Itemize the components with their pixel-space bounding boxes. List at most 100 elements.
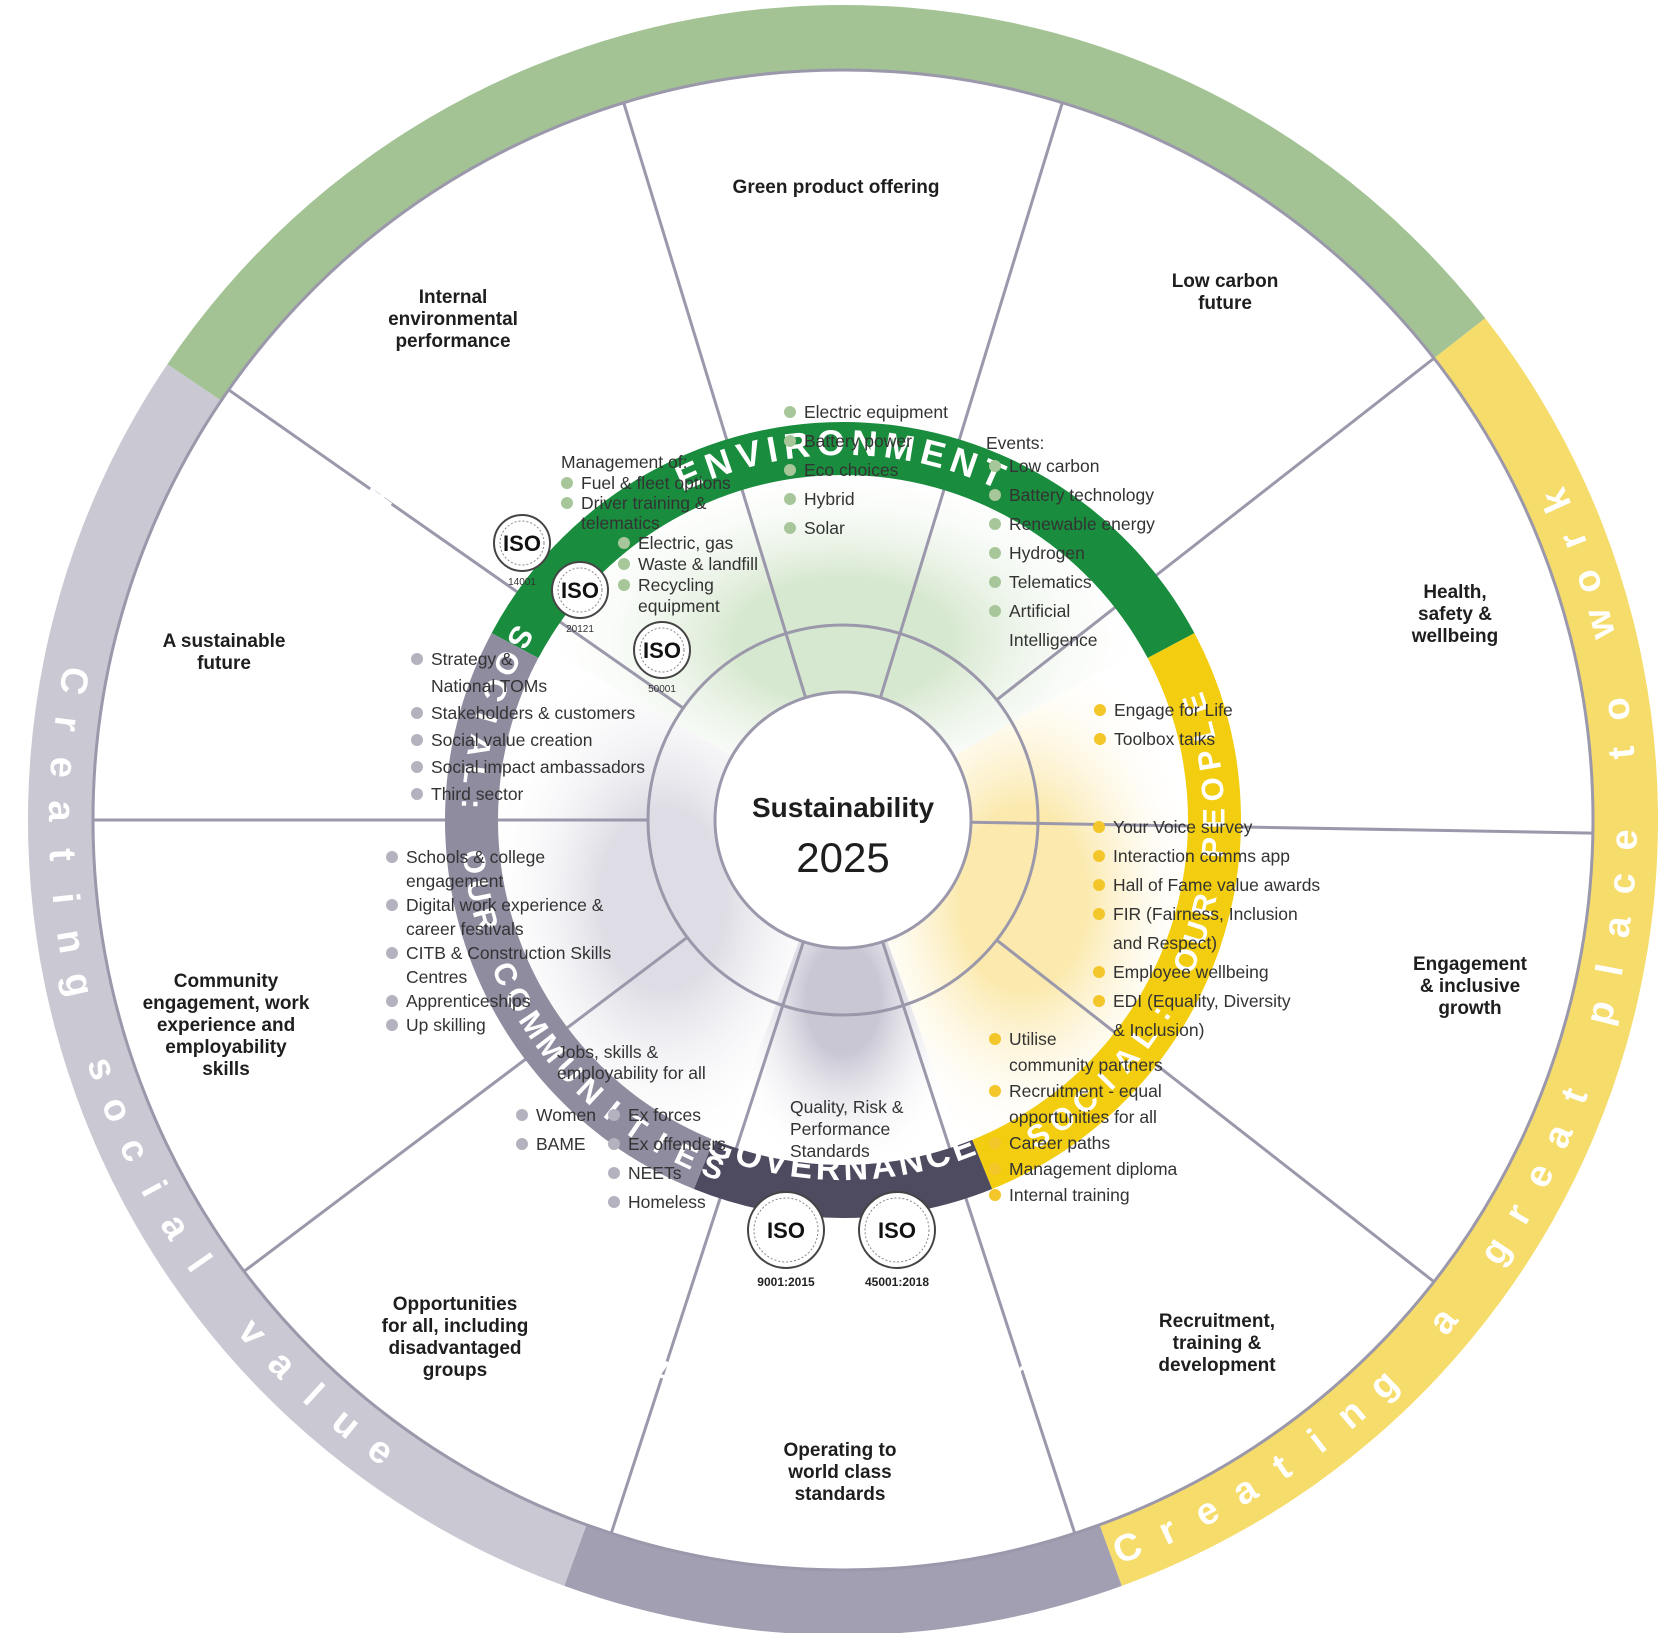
- bullet-item: Hall of Fame value awards: [1113, 875, 1320, 895]
- segment-sustainable-future-line: future: [197, 653, 251, 674]
- wheel-spoke: [995, 357, 1435, 702]
- bullet-item: Renewable energy: [1009, 514, 1155, 534]
- management-title-line: Management of:: [561, 452, 687, 472]
- bullet-dot: [1093, 908, 1105, 920]
- wheel-spoke: [622, 102, 808, 699]
- bullet-item: Recruitment - equal: [1009, 1081, 1162, 1101]
- communities-pillar-band: [444, 633, 714, 1190]
- bullet-item: FIR (Fairness, Inclusion: [1113, 904, 1298, 924]
- wheel-spoke: [881, 941, 1077, 1534]
- segment-engagement-line: & inclusive: [1420, 976, 1520, 997]
- segment-opportunities-line: for all, including: [382, 1316, 529, 1337]
- bullet-item: Hydrogen: [1009, 543, 1085, 563]
- bullet-item: Toolbox talks: [1114, 729, 1215, 749]
- bullet-dot: [989, 1163, 1001, 1175]
- bullet-dot: [784, 493, 796, 505]
- segment-internal-environmental-line: Internal: [419, 287, 488, 308]
- segment-operating-line: standards: [795, 1484, 886, 1505]
- iso-word: ISO: [767, 1218, 805, 1243]
- jobs-title: Jobs, skills &employability for all: [557, 1042, 706, 1083]
- bullet-dot: [1094, 704, 1106, 716]
- bullet-item: Stakeholders & customers: [431, 703, 636, 723]
- people-pillar-band: [972, 633, 1241, 1190]
- quality-standards-line: Standards: [790, 1141, 870, 1161]
- bullet-dot: [386, 851, 398, 863]
- outer-text-social-char: i: [43, 891, 87, 913]
- bullet-dot: [989, 1033, 1001, 1045]
- bullet-dot: [411, 653, 423, 665]
- bullet-item: Battery power: [804, 431, 912, 451]
- bullet-dot: [784, 464, 796, 476]
- center-year: 2025: [796, 834, 889, 881]
- segment-health-safety-line: safety &: [1418, 604, 1492, 625]
- segment-operating-line: Operating to: [784, 1440, 897, 1461]
- bullet-dot: [989, 576, 1001, 588]
- pillar-people-label-char: O: [1194, 776, 1231, 803]
- segment-sustainable-future-line: A sustainable: [163, 631, 286, 652]
- bullet-dot: [1094, 733, 1106, 745]
- segment-opportunities-line: groups: [423, 1360, 487, 1381]
- bullet-item: Management diploma: [1009, 1159, 1178, 1179]
- iso-word: ISO: [643, 638, 681, 663]
- pillar-communities-label-char: L: [456, 763, 493, 786]
- outer-text-social-char: C: [49, 664, 96, 705]
- events-title-line: Events:: [986, 433, 1044, 453]
- segment-engagement-line: Engagement: [1413, 954, 1528, 975]
- bullet-item: telematics: [581, 513, 660, 533]
- outer-ring-partner: [564, 1524, 1122, 1633]
- pillar-communities-label-char: :: [455, 798, 490, 810]
- bullet-item: Digital work experience &: [406, 895, 604, 915]
- bullet-item: engagement: [406, 871, 503, 891]
- jobs-title-line: Jobs, skills &: [557, 1042, 658, 1062]
- wheel-spoke: [243, 936, 689, 1273]
- bullet-item: Intelligence: [1009, 630, 1098, 650]
- outer-text-social-char: t: [40, 847, 83, 869]
- bullet-item: & Inclusion): [1113, 1020, 1204, 1040]
- segment-health-safety-line: wellbeing: [1411, 626, 1499, 647]
- iso-code: 14001: [508, 577, 536, 588]
- outer-text-social-char: r: [44, 714, 88, 741]
- segment-community-line: Community: [174, 971, 279, 992]
- outer-text-social-char: e: [41, 756, 85, 787]
- bullet-dot: [618, 537, 630, 549]
- bullet-dot: [608, 1138, 620, 1150]
- wheel-spoke: [970, 820, 1593, 835]
- bullet-item: Homeless: [628, 1192, 706, 1212]
- events-title: Events:: [986, 433, 1044, 453]
- iso-word: ISO: [561, 578, 599, 603]
- wheel-spoke: [609, 941, 805, 1534]
- bullet-dot: [989, 1085, 1001, 1097]
- bullet-dot: [989, 547, 1001, 559]
- segment-internal-environmental-line: environmental: [388, 309, 518, 330]
- segment-recruitment-line: training &: [1173, 1333, 1262, 1354]
- bullet-dot: [989, 518, 1001, 530]
- outer-ring-environment: [167, 5, 1486, 401]
- outer-text-people-char: t: [1600, 737, 1644, 760]
- segment-green-product: Green product offering: [733, 177, 940, 198]
- bullet-dot: [1093, 879, 1105, 891]
- bullet-item: Up skilling: [406, 1015, 486, 1035]
- bullet-item: Electric equipment: [804, 402, 948, 422]
- pillar-communities-label-char: O: [456, 848, 494, 876]
- bullet-dot: [1093, 850, 1105, 862]
- iso-word: ISO: [878, 1218, 916, 1243]
- bullet-dot: [516, 1109, 528, 1121]
- segment-community-line: skills: [202, 1059, 250, 1080]
- bullet-item: Schools & college: [406, 847, 545, 867]
- bullet-dot: [608, 1109, 620, 1121]
